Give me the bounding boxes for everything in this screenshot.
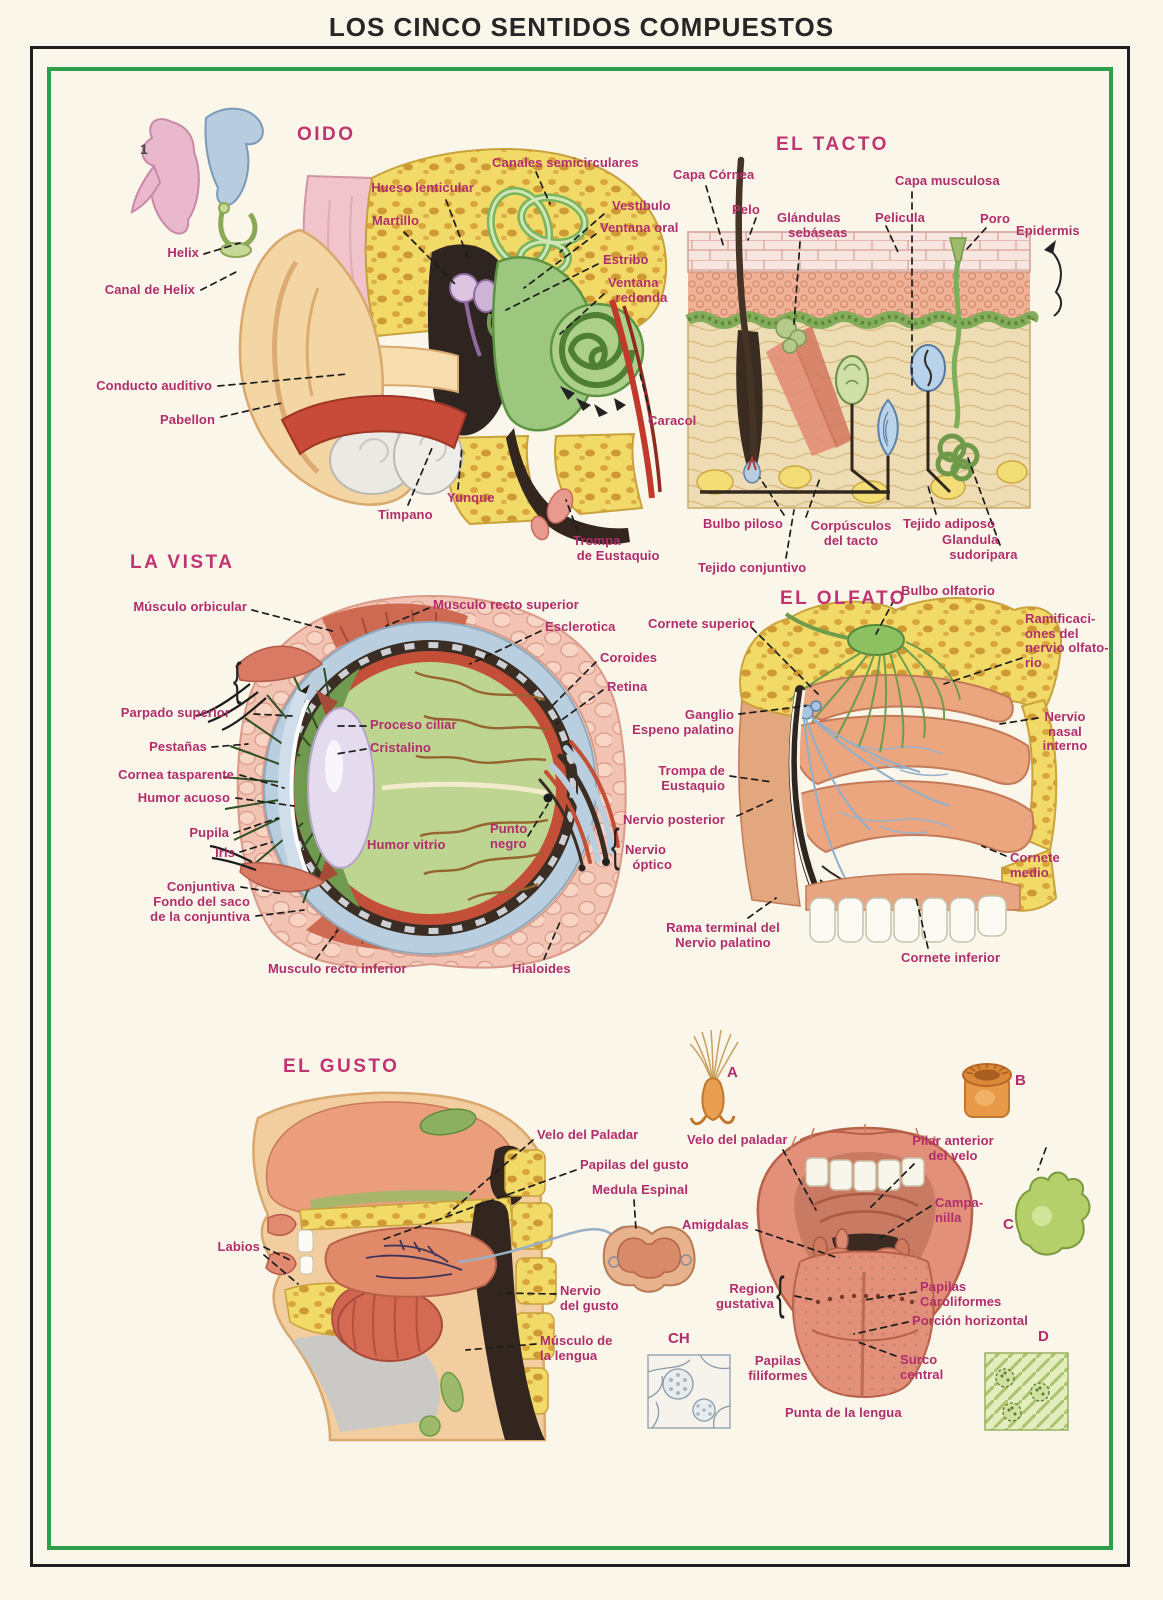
leader-line [805, 477, 821, 518]
leader-line [981, 845, 1007, 857]
leader-line [782, 1149, 817, 1211]
leader-line [863, 1291, 917, 1301]
leader-line [549, 661, 597, 709]
leader-line [857, 1341, 897, 1357]
nose-illustration [738, 597, 1063, 943]
leader-line [220, 402, 283, 418]
page-title: LOS CINCO SENTIDOS COMPUESTOS [328, 12, 835, 42]
leader-line [967, 457, 1001, 546]
leader-line [253, 713, 293, 717]
inner-green-frame [47, 67, 1113, 1550]
leader-line [315, 929, 339, 960]
leader-line [751, 627, 819, 695]
leader-line [335, 748, 367, 755]
leader-line [263, 1254, 299, 1285]
leader-line [499, 1292, 557, 1295]
leader-line [927, 485, 937, 515]
eye-illustration [195, 594, 627, 969]
leader-line [943, 657, 1023, 685]
leader-line [203, 242, 241, 255]
leader-line [736, 799, 773, 817]
leader-line [729, 775, 773, 783]
leader-line [505, 263, 599, 311]
skin-illustration [685, 156, 1062, 509]
tissue-micrograph-d [984, 1352, 1069, 1431]
papilla-inset-b [962, 1063, 1012, 1118]
leader-line [465, 1343, 537, 1351]
leader-line [447, 1139, 534, 1215]
mouth-illustration [756, 1124, 974, 1399]
leader-line [217, 373, 349, 387]
leader-line [747, 897, 777, 919]
leader-line [233, 817, 279, 834]
leader-line [235, 797, 295, 807]
leader-line [239, 774, 285, 789]
leader-line [885, 225, 899, 253]
leader-line [965, 227, 987, 251]
leader-line [445, 199, 469, 259]
leader-line [999, 717, 1039, 725]
leader-line [240, 886, 285, 895]
leader-line [793, 241, 801, 325]
leader-line [794, 1295, 815, 1301]
head-illustration [252, 1091, 636, 1442]
leader-line [239, 841, 273, 853]
leader-line [381, 1169, 577, 1241]
papillae-micrograph-ch [647, 1354, 731, 1429]
leader-line [385, 607, 430, 627]
leader-line [523, 233, 597, 289]
leader-line [565, 499, 579, 533]
leader-line [747, 217, 757, 241]
leader-line [785, 509, 795, 559]
leader-line [559, 293, 605, 335]
leader-line [457, 445, 463, 490]
leader-line [527, 803, 549, 837]
leader-line [705, 185, 725, 249]
leader-line [200, 270, 239, 291]
leader-line [639, 373, 651, 413]
leader-line [251, 609, 337, 633]
outer-frame [30, 46, 1130, 1567]
ossicles-inset [130, 107, 264, 258]
leader-line [915, 897, 929, 949]
leader-line [875, 599, 895, 635]
papilla-inset-a [689, 1029, 739, 1126]
leader-line [469, 630, 542, 665]
leader-line [738, 705, 807, 715]
leader-line [535, 171, 551, 205]
leader-line [407, 447, 433, 506]
leader-line [1037, 1147, 1047, 1171]
leader-line [211, 743, 249, 748]
leader-line [633, 1199, 637, 1231]
leader-line [255, 909, 305, 917]
papilla-inset-c [1014, 1171, 1091, 1256]
leader-line [853, 1321, 909, 1335]
leader-line [759, 477, 785, 516]
leader-line [755, 1229, 839, 1259]
leader-line [543, 921, 561, 960]
leader-line [263, 1246, 291, 1261]
leader-line [555, 689, 604, 725]
leader-line [867, 1163, 915, 1211]
leader-line [403, 231, 456, 285]
ear-illustration [238, 148, 668, 545]
leader-line [559, 213, 605, 253]
spinal-cord-inset [602, 1225, 696, 1293]
leader-line [879, 1205, 932, 1239]
